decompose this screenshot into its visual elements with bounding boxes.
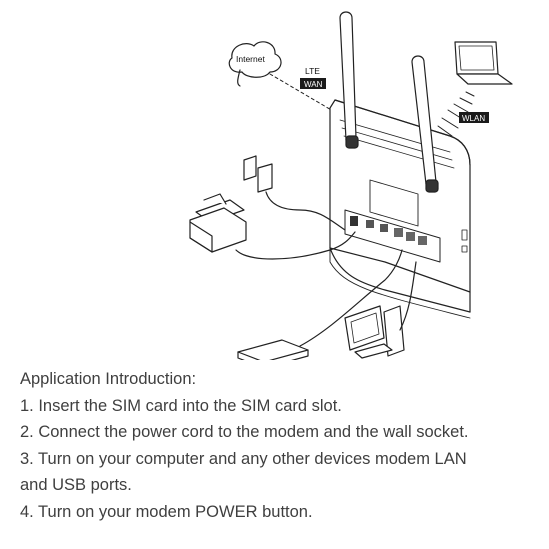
step-1: 1. Insert the SIM card into the SIM card… xyxy=(20,396,342,415)
wan-badge xyxy=(300,78,326,89)
internet-label: Internet xyxy=(236,54,265,64)
network-switch-icon xyxy=(237,249,403,360)
laptop-icon xyxy=(454,41,513,85)
instructions-section: Application Introduction: 1. Insert the … xyxy=(20,366,540,525)
step-3: 3. Turn on your computer and any other d… xyxy=(20,449,467,468)
router-connection-diagram: Internet LTE WAN WLAN xyxy=(189,11,513,360)
step-2: 2. Connect the power cord to the modem a… xyxy=(20,423,469,441)
printer-icon xyxy=(189,193,356,260)
router-body xyxy=(329,99,471,319)
desktop-computer-icon xyxy=(344,261,417,359)
wlan-wave-icon xyxy=(437,91,475,137)
lte-label: LTE xyxy=(305,66,320,76)
wlan-badge xyxy=(459,112,489,123)
step-3-continued: and USB ports. xyxy=(20,476,132,494)
internet-cloud-icon xyxy=(228,41,282,87)
power-adapter-icon xyxy=(243,155,346,231)
step-4: 4. Turn on your modem POWER button. xyxy=(20,502,313,521)
router-antennas xyxy=(339,11,439,193)
wan-label: WAN xyxy=(304,80,323,89)
instructions-heading: Application Introduction: xyxy=(20,370,197,388)
wlan-label: WLAN xyxy=(462,114,485,123)
